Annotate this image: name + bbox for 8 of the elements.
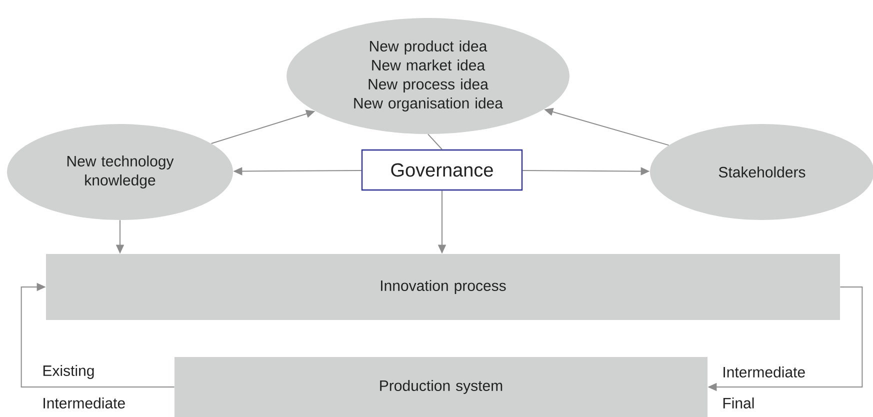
system-box: Production system: [174, 356, 708, 417]
flow-label: Intermediate: [724, 366, 805, 378]
process-box: Innovation process: [46, 254, 840, 320]
flow-label: Intermediate: [44, 397, 125, 408]
flow-label: Final: [723, 397, 754, 408]
flow-label: Existing: [43, 365, 94, 379]
arrow: [20, 282, 175, 388]
governance-box: Governance: [361, 149, 523, 191]
